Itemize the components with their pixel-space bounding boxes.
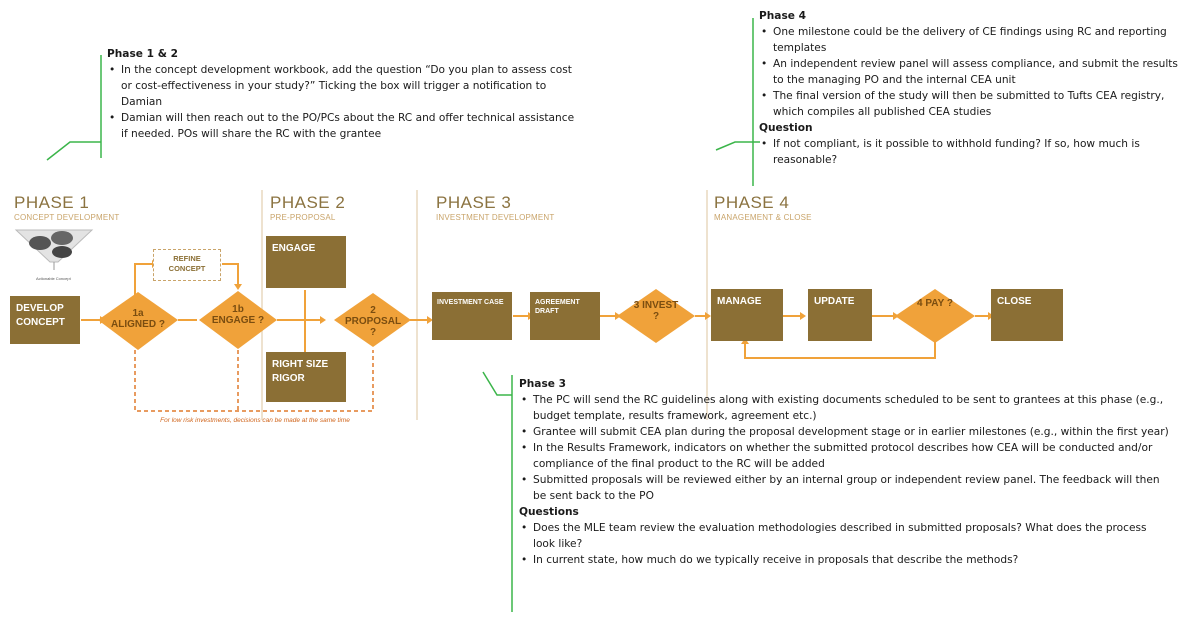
- note-phase4: Phase 4 One milestone could be the deliv…: [759, 8, 1191, 168]
- agreement-draft-box[interactable]: AGREEMENT DRAFT: [530, 292, 600, 340]
- note-bullet: The final version of the study will then…: [761, 88, 1191, 120]
- update-box[interactable]: UPDATE: [808, 289, 872, 341]
- note-bullet: The PC will send the RC guidelines along…: [521, 392, 1169, 424]
- phase-1-title: PHASE 1: [14, 193, 90, 212]
- note-phase3: Phase 3 The PC will send the RC guidelin…: [519, 376, 1169, 568]
- phase-3-subtitle: INVESTMENT DEVELOPMENT: [436, 213, 555, 222]
- decision-3-diamond: [617, 289, 695, 343]
- note-question: Does the MLE team review the evaluation …: [521, 520, 1169, 552]
- decision-1a-label: 1a ALIGNED ?: [111, 308, 165, 330]
- phase-3-title: PHASE 3: [436, 193, 512, 212]
- decision-4-diamond: [895, 289, 975, 343]
- decision-1a-diamond: [98, 292, 178, 350]
- flow-arrows: [81, 263, 988, 359]
- note-heading: Phase 1 & 2: [107, 48, 178, 60]
- engage-box[interactable]: ENGAGE: [266, 236, 346, 288]
- right-size-rigor-box[interactable]: RIGHT SIZE RIGOR: [266, 352, 346, 402]
- note-question: If not compliant, is it possible to with…: [761, 136, 1191, 168]
- funnel-caption: Actionable Concept: [36, 276, 71, 281]
- close-box[interactable]: CLOSE: [991, 289, 1063, 341]
- decision-2-diamond: [334, 293, 411, 347]
- decision-3-label: 3 INVEST ?: [633, 300, 679, 322]
- decision-1b-diamond: [199, 291, 277, 349]
- develop-concept-box[interactable]: DEVELOP CONCEPT: [10, 296, 80, 344]
- refine-concept-box[interactable]: REFINE CONCEPT: [153, 249, 221, 281]
- manage-box[interactable]: MANAGE: [711, 289, 783, 341]
- callout-line-phase3: [482, 371, 512, 396]
- note-bullet: Submitted proposals will be reviewed eit…: [521, 472, 1169, 504]
- phase-4-subtitle: MANAGEMENT & CLOSE: [714, 213, 812, 222]
- dashed-feedback-loop: [134, 350, 374, 412]
- phase-2-subtitle: PRE-PROPOSAL: [270, 213, 336, 222]
- callout-line-phase4: [715, 141, 760, 151]
- note-question: In current state, how much do we typical…: [521, 552, 1169, 568]
- phase-4-title: PHASE 4: [714, 193, 790, 212]
- phase-2-title: PHASE 2: [270, 193, 346, 212]
- decision-1b-label: 1b ENGAGE ?: [211, 304, 265, 326]
- note-bullet: Damian will then reach out to the PO/PCs…: [109, 110, 577, 142]
- note-bullet: In the concept development workbook, add…: [109, 62, 577, 110]
- note-bullet: An independent review panel will assess …: [761, 56, 1191, 88]
- note-bullet: Grantee will submit CEA plan during the …: [521, 424, 1169, 440]
- callout-line-phase12: [46, 141, 101, 161]
- note-phase12: Phase 1 & 2 In the concept development w…: [107, 46, 577, 142]
- funnel-icon: [14, 229, 94, 270]
- footnote: For low risk investments, decisions can …: [160, 417, 350, 424]
- decision-4-label: 4 PAY ?: [917, 298, 953, 309]
- note-heading: Phase 4: [759, 10, 807, 22]
- note-bullet: One milestone could be the delivery of C…: [761, 24, 1191, 56]
- note-bullet: In the Results Framework, indicators on …: [521, 440, 1169, 472]
- investment-case-box[interactable]: INVESTMENT CASE: [432, 292, 512, 340]
- phase-1-subtitle: CONCEPT DEVELOPMENT: [14, 213, 120, 222]
- decision-2-label: 2 PROPOSAL ?: [344, 305, 402, 338]
- note-question-heading: Question: [759, 122, 813, 134]
- note-question-heading: Questions: [519, 506, 579, 518]
- note-heading: Phase 3: [519, 378, 567, 390]
